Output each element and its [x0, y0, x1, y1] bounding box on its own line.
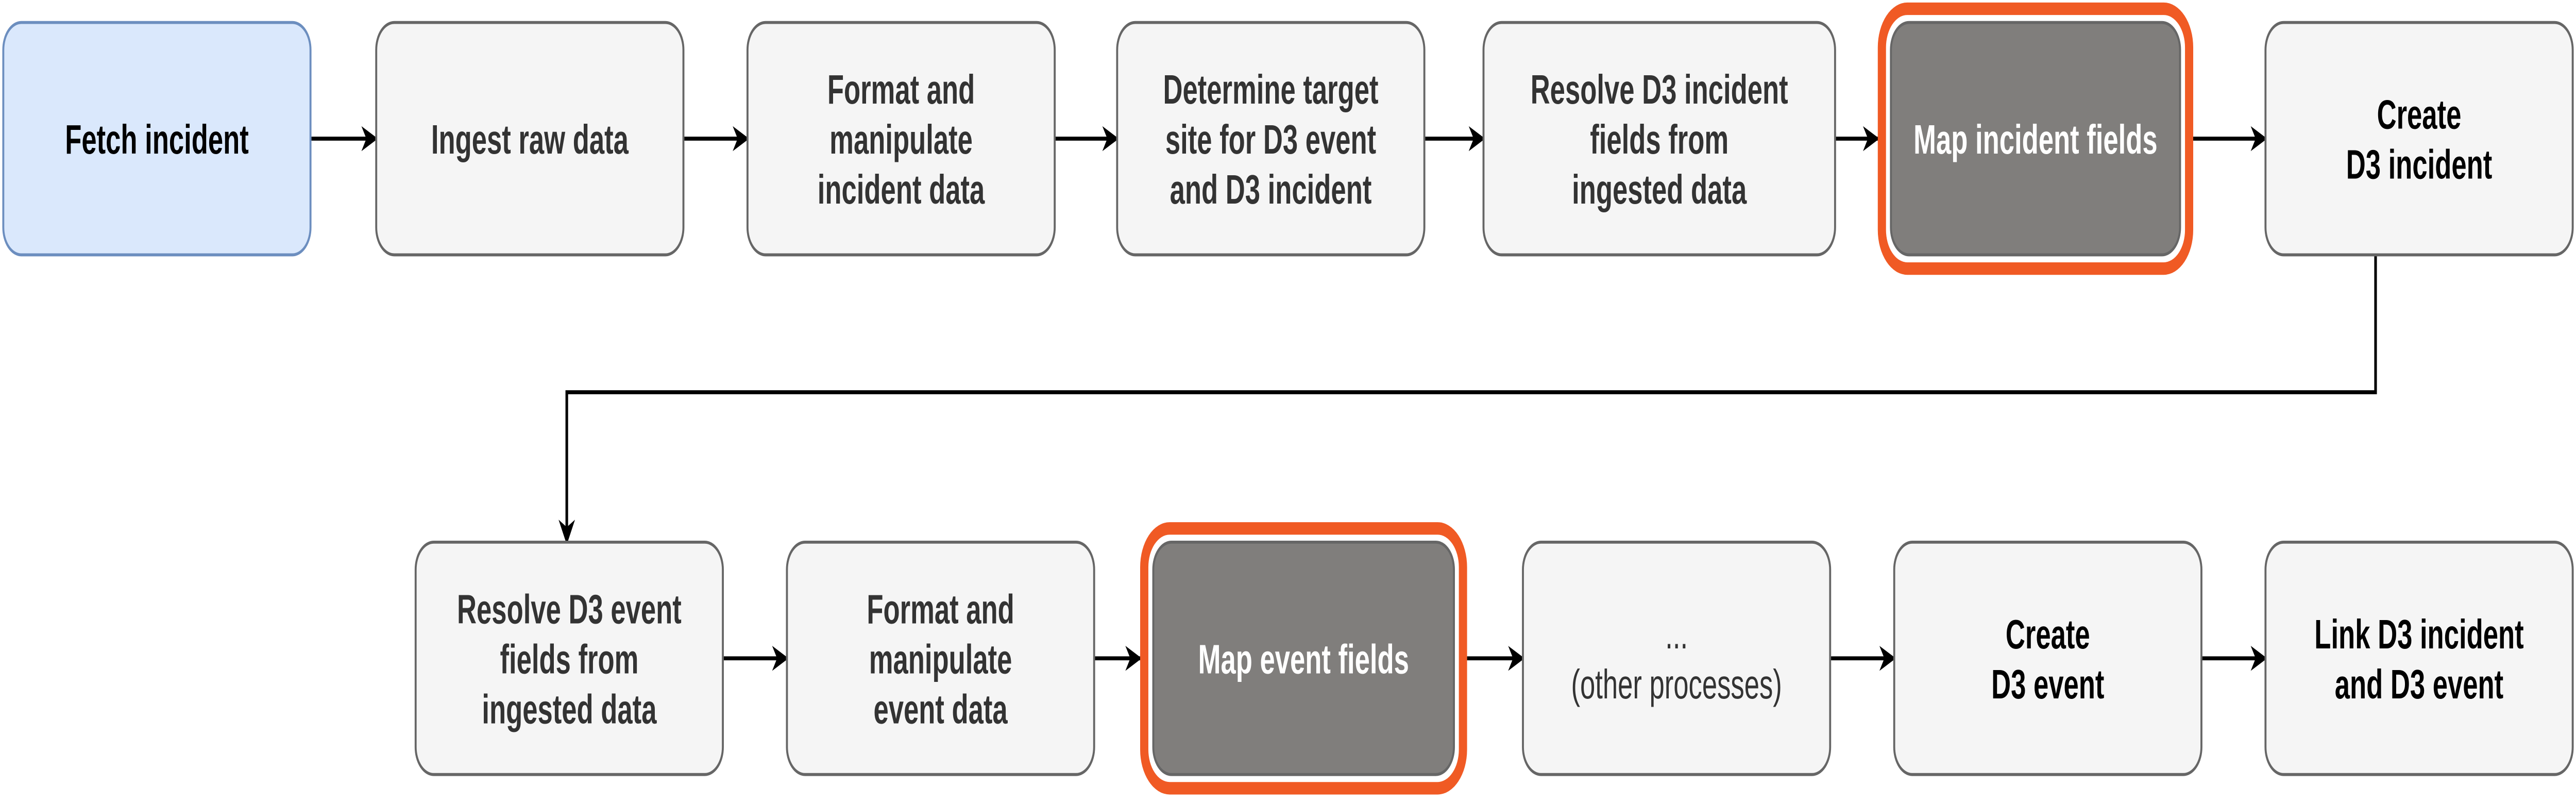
step-label-line: Resolve D3 incident	[1531, 67, 1788, 113]
step-label-line: and D3 event	[2335, 662, 2503, 708]
step-label-line: incident data	[818, 167, 986, 213]
step-label-line: Map incident fields	[1913, 117, 2158, 163]
flow-edges	[310, 126, 2377, 671]
row-wrap-connector	[558, 255, 2377, 545]
step-box	[1152, 540, 1455, 776]
step-box	[786, 540, 1095, 776]
step-label-line: Create	[2377, 92, 2462, 138]
step-label-line: manipulate	[869, 637, 1012, 682]
step-label-line: Link D3 incident	[2314, 612, 2523, 658]
step-label-line: Ingest raw data	[431, 117, 629, 163]
process-step[interactable]: Map incident fields	[1877, 2, 2194, 275]
step-label-line: Format and	[827, 67, 975, 113]
step-label: Map event fields	[1198, 637, 1409, 682]
step-box	[1890, 21, 2181, 257]
step-box	[746, 21, 1056, 257]
step-label-line: Map event fields	[1198, 637, 1409, 682]
step-label-line: event data	[873, 687, 1008, 732]
step-label-line: D3 event	[1991, 662, 2104, 708]
step-label: Fetch incident	[65, 117, 249, 163]
step-label-line: D3 incident	[2346, 142, 2493, 188]
process-step[interactable]: Ingest raw data	[375, 21, 685, 257]
step-box	[1522, 540, 1832, 776]
step-box	[1116, 21, 1426, 257]
step-label-line: ingested data	[482, 687, 657, 732]
step-label-line: fields from	[1590, 117, 1728, 163]
step-label-line: Create	[2006, 612, 2090, 658]
step-label-line: Fetch incident	[65, 117, 249, 163]
step-label-line: fields from	[500, 637, 638, 682]
step-label-line: Format and	[867, 587, 1014, 633]
step-label: Map incident fields	[1913, 117, 2158, 163]
process-step[interactable]: Fetch incident	[2, 21, 312, 257]
process-step[interactable]: ... (other processes)	[1522, 540, 1832, 776]
step-label-line: and D3 incident	[1170, 167, 1372, 213]
step-label-line: ...	[1665, 612, 1688, 658]
step-label: ... (other processes)	[1571, 612, 1782, 708]
step-label-line: ingested data	[1572, 167, 1747, 213]
step-box	[414, 540, 724, 776]
process-step[interactable]: Map event fields	[1140, 522, 1467, 795]
step-box	[1482, 21, 1836, 257]
step-label-line: Resolve D3 event	[457, 587, 682, 633]
step-label: Ingest raw data	[431, 117, 629, 163]
step-label-line: (other processes)	[1571, 662, 1782, 708]
step-label-line: manipulate	[829, 117, 973, 163]
step-box	[2264, 21, 2574, 257]
step-box	[2264, 540, 2574, 776]
step-label-line: site for D3 event	[1165, 117, 1376, 163]
step-label-line: Determine target	[1163, 67, 1378, 113]
step-box	[1893, 540, 2202, 776]
step-box	[2, 21, 312, 257]
step-box	[375, 21, 685, 257]
